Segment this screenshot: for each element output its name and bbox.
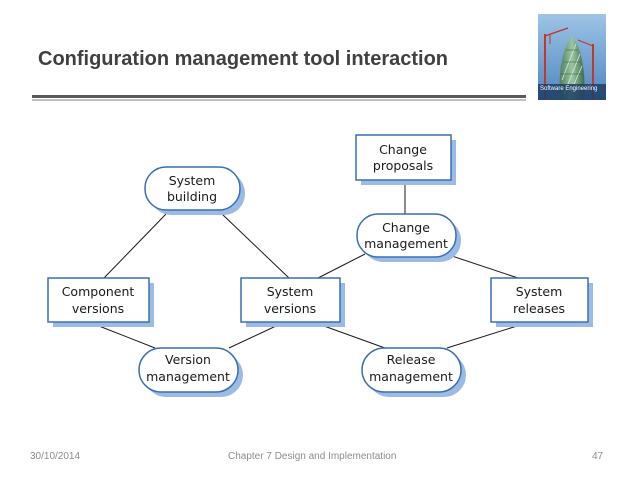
node-system-versions-line2: versions xyxy=(264,301,316,316)
node-system-releases-line1: System xyxy=(516,284,563,299)
connector-building-component xyxy=(103,213,167,279)
node-system-versions: System versions xyxy=(240,277,345,327)
footer-page-number: 47 xyxy=(592,451,604,462)
footer-date: 30/10/2014 xyxy=(30,451,81,462)
node-system-building-line1: System xyxy=(169,173,216,188)
connector-versionmgmt-systemversions xyxy=(228,325,277,349)
node-change-proposals-line2: proposals xyxy=(373,158,433,173)
node-change-management: Change management xyxy=(356,213,461,262)
node-system-releases: System releases xyxy=(490,277,593,327)
node-change-management-line1: Change xyxy=(382,220,430,235)
connector-systemversions-releasemgmt xyxy=(323,325,386,349)
connector-changemgmt-releases xyxy=(445,253,519,279)
title-underline xyxy=(32,95,526,98)
connector-releasemgmt-releases xyxy=(446,325,518,349)
connector-changemgmt-systemversions xyxy=(317,253,366,279)
node-system-releases-line2: releases xyxy=(513,301,565,316)
book-cover-title: Software Engineering xyxy=(540,86,598,92)
node-component-versions-line2: versions xyxy=(72,301,124,316)
node-version-management-line1: Version xyxy=(165,352,211,367)
connector-building-systemversions xyxy=(221,213,290,279)
node-release-management-line2: management xyxy=(369,369,453,384)
node-change-proposals-line1: Change xyxy=(379,142,427,157)
slide-title: Configuration management tool interactio… xyxy=(38,48,449,70)
node-change-management-line2: management xyxy=(364,236,448,251)
node-system-building: System building xyxy=(144,166,245,215)
book-cover-image: Software Engineering xyxy=(538,14,606,100)
node-release-management-line1: Release xyxy=(387,352,436,367)
node-change-proposals: Change proposals xyxy=(355,134,456,185)
node-release-management: Release management xyxy=(361,347,466,397)
connector-component-versionmgmt xyxy=(98,325,156,349)
node-system-versions-line1: System xyxy=(267,284,314,299)
node-version-management-line2: management xyxy=(146,369,230,384)
node-component-versions-line1: Component xyxy=(62,284,135,299)
node-component-versions: Component versions xyxy=(47,277,154,327)
connectors xyxy=(98,184,519,349)
node-version-management: Version management xyxy=(138,347,243,397)
node-system-building-line2: building xyxy=(167,189,217,204)
footer-chapter: Chapter 7 Design and Implementation xyxy=(228,451,397,462)
title-underline-shadow xyxy=(32,99,526,101)
